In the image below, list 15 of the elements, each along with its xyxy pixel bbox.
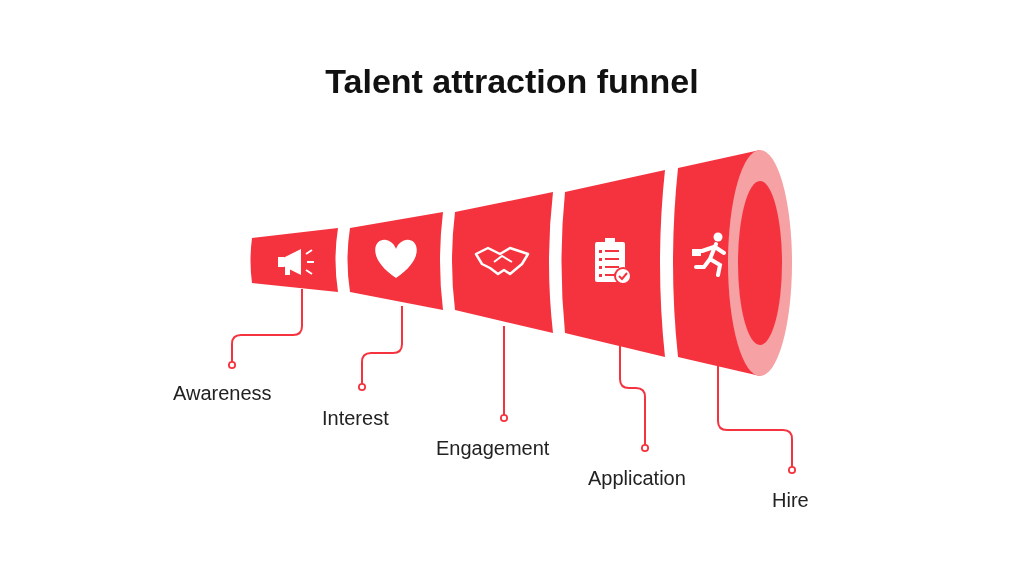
leader-line <box>357 305 403 392</box>
stage-label: Awareness <box>173 382 272 405</box>
stage-label: Interest <box>322 407 389 430</box>
funnel-segment <box>250 228 338 292</box>
funnel-segment <box>561 170 665 357</box>
funnel-segment <box>452 192 553 333</box>
title: Talent attraction funnel <box>324 62 700 101</box>
stage-label: Engagement <box>436 437 550 460</box>
stage-label: Hire <box>772 489 809 512</box>
leader-line <box>499 325 509 423</box>
funnel-segment <box>673 150 792 376</box>
leader-line <box>717 365 797 475</box>
stage-label: Application <box>588 467 686 490</box>
leader-line <box>619 344 650 453</box>
leader-line <box>227 288 303 370</box>
